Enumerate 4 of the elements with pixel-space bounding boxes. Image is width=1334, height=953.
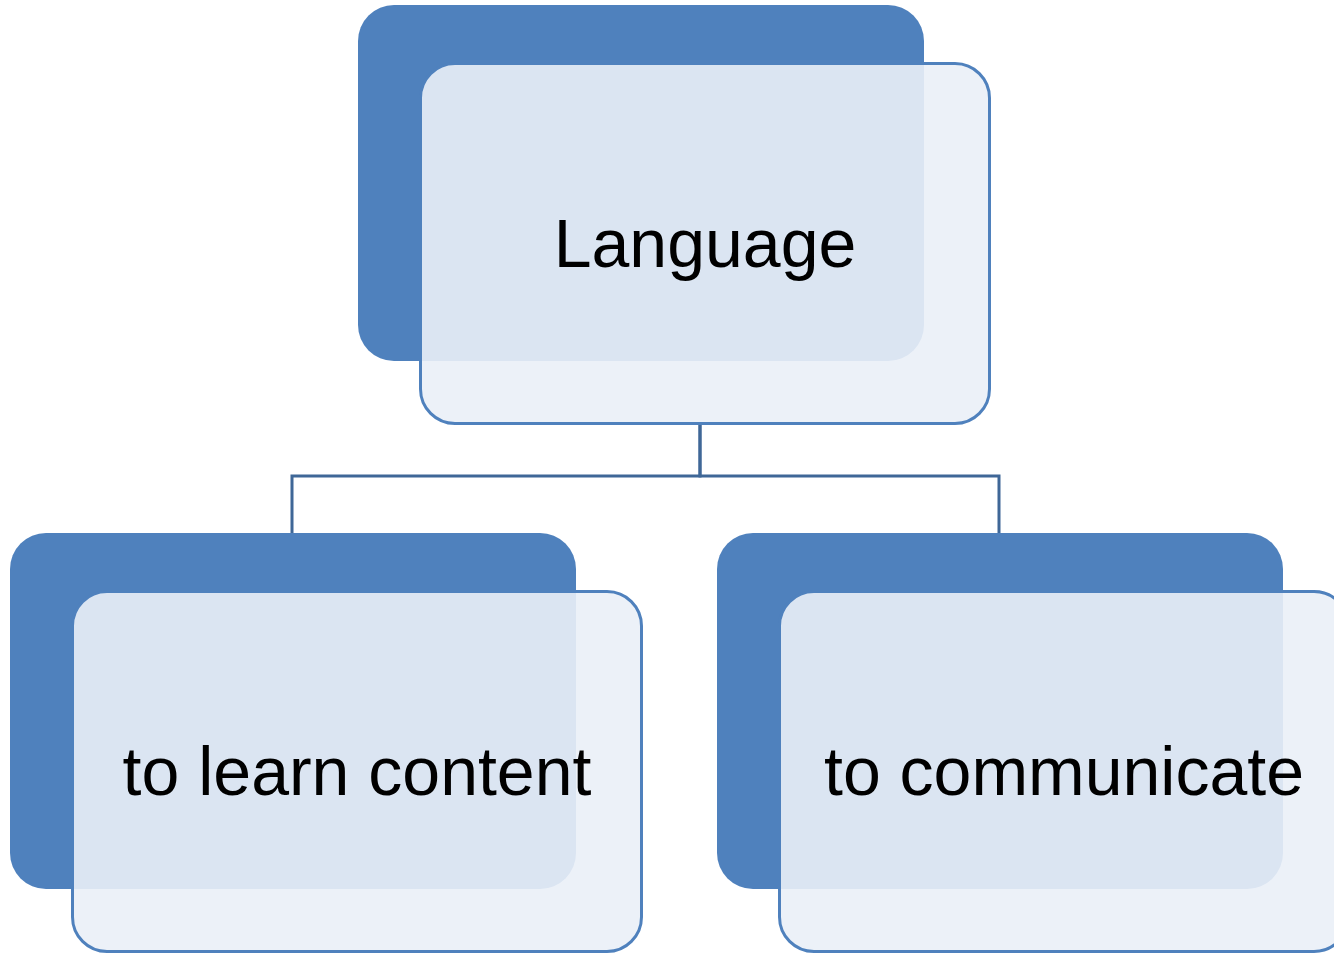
node-label: to learn content — [122, 731, 592, 811]
node-label: Language — [553, 203, 857, 283]
node-label: to communicate — [824, 731, 1304, 811]
connector-line — [698, 425, 1001, 533]
